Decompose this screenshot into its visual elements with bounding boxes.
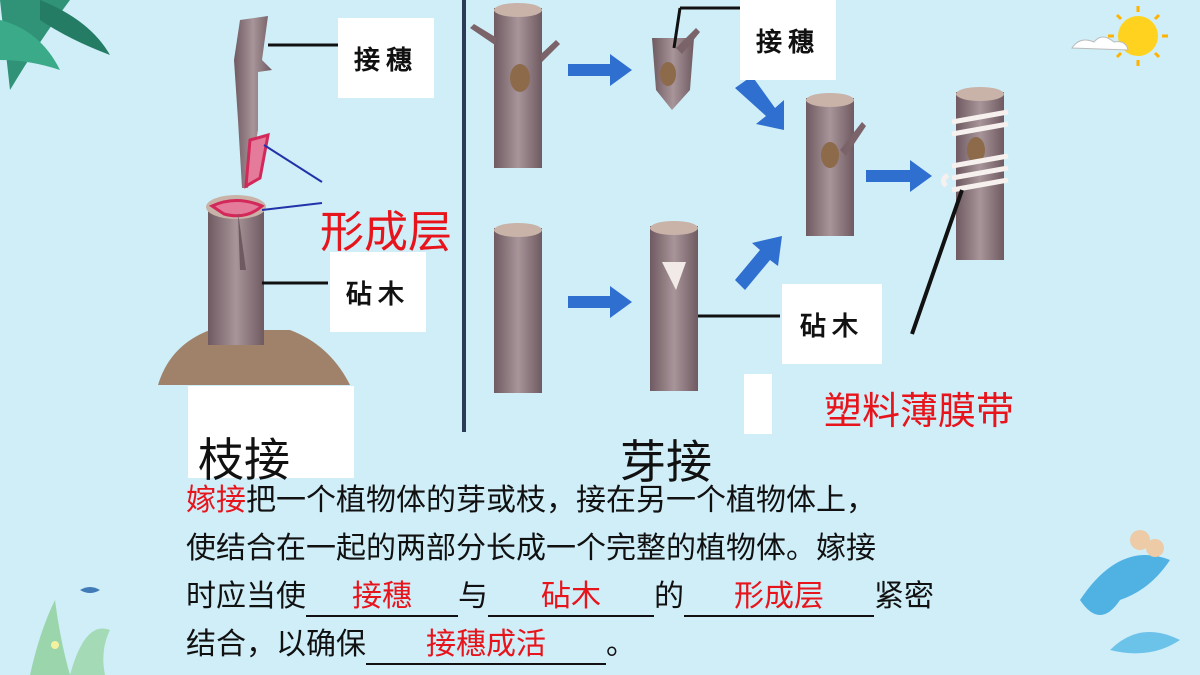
palm-leaves-decoration <box>0 0 110 90</box>
definition-line-1: 嫁接把一个植物体的芽或枝，接在另一个植物体上， <box>186 478 1006 524</box>
scion-label-right: 接穗 <box>740 0 836 80</box>
line1-text: 把一个植物体的芽或枝，接在另一个植物体上， <box>246 483 876 518</box>
line3-text-b: 与 <box>458 579 488 614</box>
blank-scion: 接穗 <box>306 579 458 617</box>
rootstock-label-left: 砧木 <box>330 252 426 332</box>
branch-grafting-caption: 枝接 <box>198 433 290 487</box>
process-arrows <box>568 54 932 318</box>
line3-text-c: 的 <box>654 579 684 614</box>
definition-line-4: 结合，以确保接穗成活。 <box>186 622 1006 668</box>
seabed-decoration <box>30 587 110 675</box>
rootstock-label-right: 砧木 <box>782 284 882 364</box>
dolphin-decoration <box>1080 530 1180 654</box>
definition-line-3: 时应当使接穗与砧木的形成层紧密 <box>186 574 1006 620</box>
definition-line-2: 使结合在一起的两部分长成一个完整的植物体。嫁接 <box>186 526 1006 572</box>
line2-text: 使结合在一起的两部分长成一个完整的植物体。嫁接 <box>186 531 876 566</box>
scion-label-left: 接穗 <box>338 18 434 98</box>
line3-text-d: 紧密 <box>874 579 934 614</box>
line3-text-a: 时应当使 <box>186 579 306 614</box>
sun-decoration <box>1071 6 1168 66</box>
line4-text-a: 结合，以确保 <box>186 627 366 662</box>
bud-graft-illustration <box>470 3 1009 393</box>
branch-graft-illustration <box>158 16 350 385</box>
branch-grafting-caption-box <box>188 386 354 478</box>
line4-text-b: 。 <box>606 627 636 662</box>
bud-grafting-caption: 芽接 <box>620 435 712 489</box>
blank-scion-survival: 接穗成活 <box>366 627 606 665</box>
grafting-term: 嫁接 <box>186 483 246 518</box>
plastic-film-wrap <box>940 109 1009 193</box>
blank-rootstock: 砧木 <box>488 579 654 617</box>
cambium-label: 形成层 <box>320 207 452 258</box>
blank-cambium: 形成层 <box>684 579 874 617</box>
plastic-film-label: 塑料薄膜带 <box>824 389 1015 433</box>
